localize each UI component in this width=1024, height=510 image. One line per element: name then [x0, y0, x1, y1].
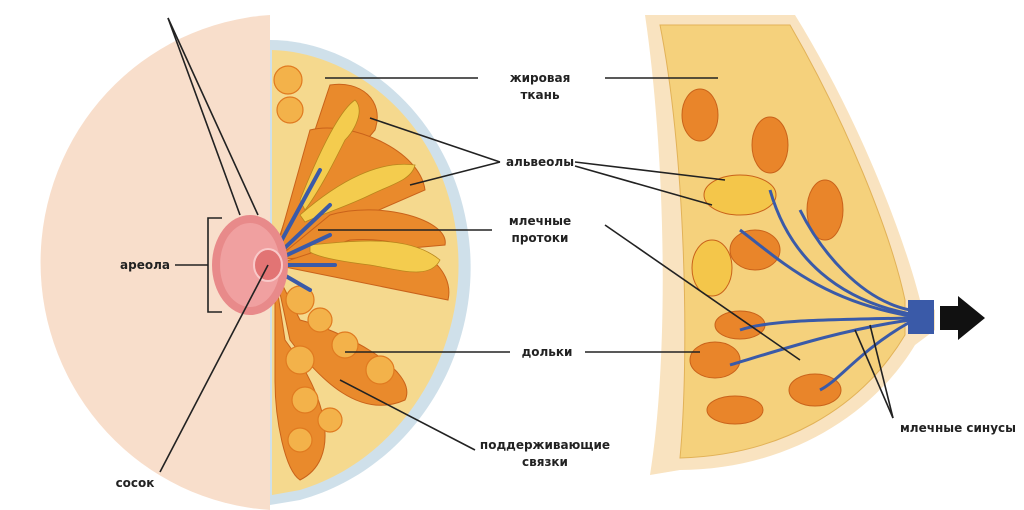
- nipple-side: [908, 300, 934, 334]
- label-ligaments-2: связки: [522, 455, 568, 469]
- label-milk-ducts-1: млечные: [509, 214, 571, 228]
- label-nipple: сосок: [116, 476, 155, 490]
- label-fat-tissue-2: ткань: [520, 88, 559, 102]
- label-alveoli: альвеолы: [506, 155, 574, 169]
- label-ligaments-1: поддерживающие: [480, 438, 610, 452]
- breast-cross-section: [270, 40, 471, 505]
- label-milk-ducts-2: протоки: [512, 231, 569, 245]
- label-areola: ареола: [120, 258, 170, 272]
- label-fat-tissue-1: жировая: [510, 71, 571, 85]
- label-lobules: дольки: [522, 345, 573, 359]
- arrow-icon: [940, 296, 985, 340]
- breast-side-view: [645, 15, 935, 475]
- label-milk-sinuses: млечные синусы: [900, 421, 1016, 435]
- leader-lines: [159, 17, 894, 473]
